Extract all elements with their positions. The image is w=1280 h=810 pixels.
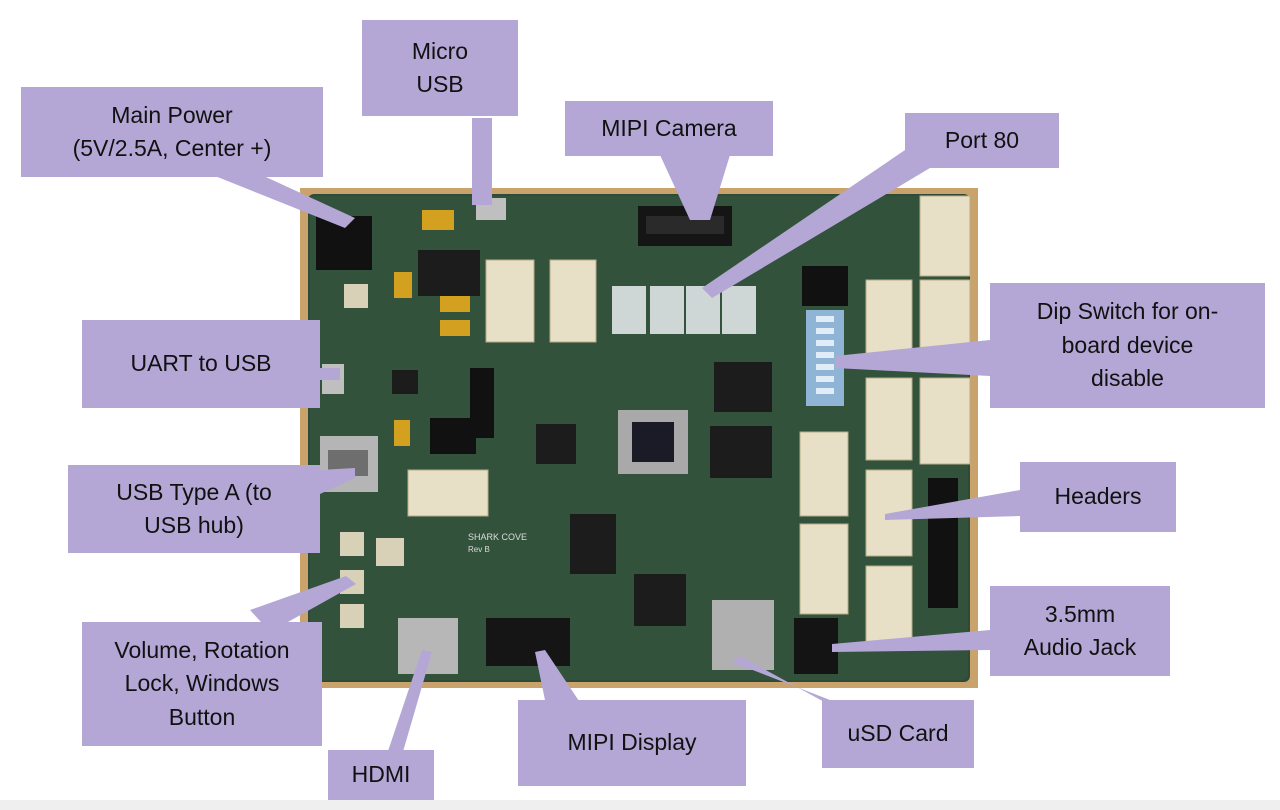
label-main-power: Main Power (5V/2.5A, Center +): [21, 87, 323, 177]
header-connector: [919, 377, 971, 465]
header-connector: [485, 259, 535, 343]
push-button: [376, 538, 404, 566]
label-dip-switch: Dip Switch for on- board device disable: [990, 283, 1265, 408]
label-uart-to-usb: UART to USB: [82, 320, 320, 408]
header-connector: [799, 523, 849, 615]
push-button: [340, 604, 364, 628]
header-connector: [799, 431, 849, 517]
label-mipi-camera: MIPI Camera: [565, 101, 773, 156]
port-80-display: [612, 286, 756, 334]
push-button: [344, 284, 368, 308]
audio-jack: [794, 618, 838, 674]
label-volume-buttons: Volume, Rotation Lock, Windows Button: [82, 622, 322, 746]
push-button: [340, 532, 364, 556]
label-usb-type-a: USB Type A (to USB hub): [68, 465, 320, 553]
silkscreen-rev: Rev B: [468, 545, 490, 554]
board-photo: SHARK COVE Rev B: [300, 188, 978, 688]
mipi-display-connector: [486, 618, 570, 666]
label-audio-jack: 3.5mm Audio Jack: [990, 586, 1170, 676]
header-connector: [919, 195, 971, 277]
label-mipi-display: MIPI Display: [518, 700, 746, 786]
label-usd-card: uSD Card: [822, 700, 974, 768]
header-connector: [865, 565, 913, 651]
label-port-80: Port 80: [905, 113, 1059, 168]
header-connector: [549, 259, 597, 343]
header-connector: [865, 377, 913, 461]
header-connector: [407, 469, 489, 517]
label-headers: Headers: [1020, 462, 1176, 532]
label-micro-usb: Micro USB: [362, 20, 518, 116]
bottom-border: [0, 800, 1280, 810]
silkscreen-name: SHARK COVE: [468, 532, 527, 542]
label-hdmi: HDMI: [328, 750, 434, 800]
